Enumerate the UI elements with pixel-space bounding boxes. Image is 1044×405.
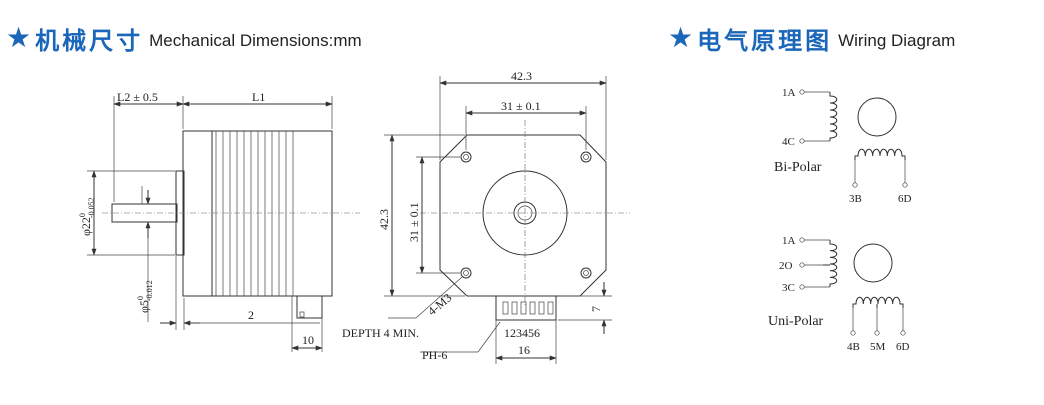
dim-width: 42.3 [511,69,532,83]
bipolar-coil-b [854,148,906,160]
dim-hole-spacing-v: 31 ± 0.1 [407,202,421,242]
star-icon: ★ [668,21,694,54]
dim-height: 42.3 [377,209,391,230]
connector-front [495,295,557,321]
star-icon: ★ [6,21,32,54]
phi22-tol-top: 0 [78,213,87,217]
dim-10: 10 [302,333,314,347]
dim-phi22: φ220-0.052 [78,197,96,236]
mechanical-title-en: Mechanical Dimensions:mm [149,30,362,50]
rotor-symbol [853,243,893,283]
front-view: 42.3 31 ± 0.1 42.3 31 ± 0.1 4-M3 DEPTH 4… [342,69,630,364]
depth-label: DEPTH 4 MIN. [342,326,419,340]
connector-pin-numbers: 123456 [504,326,540,340]
dim-phi5: φ50-0.012 [136,280,154,313]
bipolar-label: Bi-Polar [774,160,822,175]
pin-1a: 1A [782,87,796,99]
phi-symbol: φ [137,306,151,313]
mounting-holes [460,151,592,279]
phi5-tol-bot: -0.012 [145,280,154,301]
pin-2o: 2O [779,260,793,272]
wiring-title-en: Wiring Diagram [838,30,956,50]
phi22-tol-bot: -0.052 [87,197,96,218]
bipolar-diagram: 1A 4C 3B 6D Bi-Polar [774,87,912,205]
mechanical-title-cn: 机械尺寸 [35,26,144,55]
phi-symbol: φ [79,229,93,236]
connector-pins [502,301,554,315]
pin-3c: 3C [782,282,795,294]
pin-6d: 6D [896,341,910,353]
thread-label: 4-M3 [425,290,454,318]
pin-4b: 4B [847,341,860,353]
mechanical-header: ★ 机械尺寸 Mechanical Dimensions:mm [6,21,362,55]
motor-body [182,130,333,297]
pin-5m: 5M [870,341,886,353]
unipolar-coil-a [823,240,838,287]
wiring-header: ★ 电气原理图 Wiring Diagram [668,21,956,55]
dim-connector-height: 7 [589,306,603,312]
unipolar-coil-b [852,296,904,308]
phi5-value: 5 [137,300,151,306]
dim-connector-width: 16 [518,343,530,357]
side-view: L2 ± 0.5 L1 φ220-0.052 φ50-0.012 2 10 [78,90,360,352]
pin-6d: 6D [898,193,912,205]
pin-3b: 3B [849,193,862,205]
unipolar-diagram: 1A 2O 3C 4B 5M 6D Uni-Polar [768,235,910,353]
phi22-value: 22 [79,217,93,229]
connector-type: PH-6 [422,348,447,362]
pin-1a: 1A [782,235,796,247]
bipolar-coil-a [829,92,838,141]
cooling-fins [215,131,294,296]
dim-hole-spacing-h: 31 ± 0.1 [501,99,541,113]
dim-l2: L2 ± 0.5 [117,90,158,104]
phi5-tol-top: 0 [136,296,145,300]
rotor-symbol [857,97,897,137]
wiring-title-cn: 电气原理图 [697,26,833,55]
unipolar-label: Uni-Polar [768,314,824,329]
dim-2: 2 [248,308,254,322]
pin-4c: 4C [782,136,795,148]
connector-side [296,295,323,319]
dim-l1: L1 [252,90,265,104]
